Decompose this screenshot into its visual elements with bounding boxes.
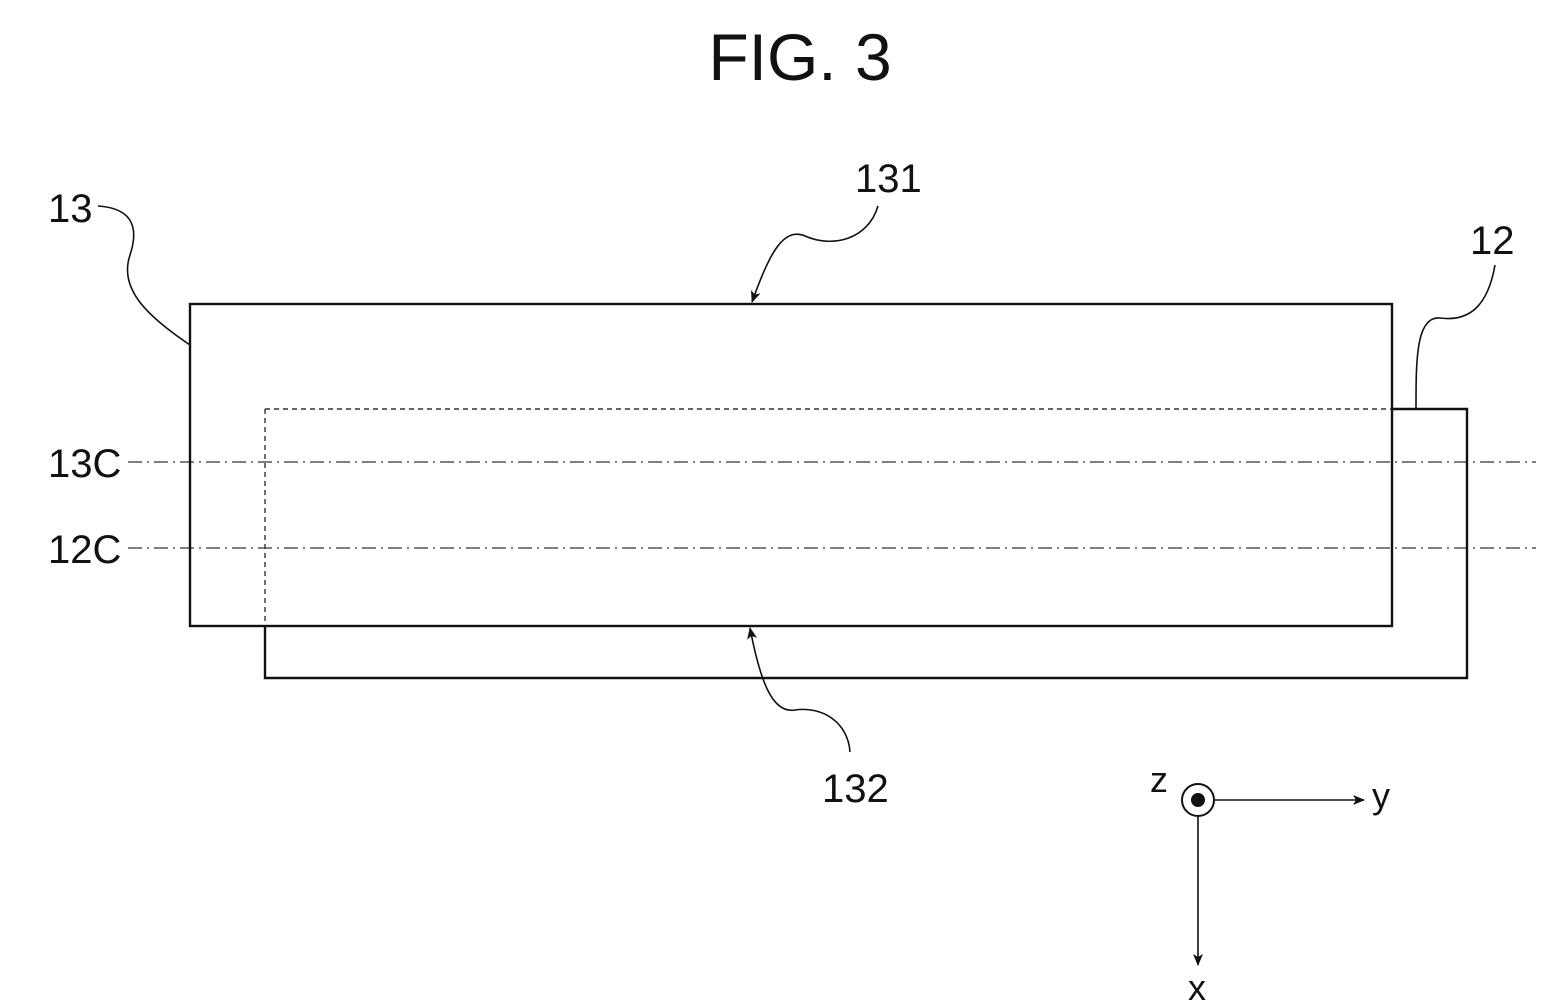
axis-label-z: z — [1150, 759, 1168, 800]
label-132: 132 — [822, 767, 889, 811]
axis-label-y: y — [1372, 775, 1390, 816]
z-axis-dot-icon — [1191, 793, 1205, 807]
part-12-visible-outline — [265, 409, 1467, 678]
leader-line-131 — [752, 206, 878, 302]
leader-line-132 — [750, 628, 850, 752]
figure-title: FIG. 3 — [708, 20, 891, 94]
part-13-body — [190, 304, 1392, 626]
label-12c: 12C — [48, 528, 121, 572]
label-12: 12 — [1470, 219, 1515, 263]
coordinate-axes: z y x — [1150, 759, 1390, 1008]
leader-line-13 — [98, 206, 190, 345]
label-13: 13 — [48, 187, 93, 231]
leader-line-12 — [1416, 265, 1495, 408]
label-13c: 13C — [48, 442, 121, 486]
label-131: 131 — [855, 157, 922, 201]
axis-label-x: x — [1188, 967, 1206, 1008]
